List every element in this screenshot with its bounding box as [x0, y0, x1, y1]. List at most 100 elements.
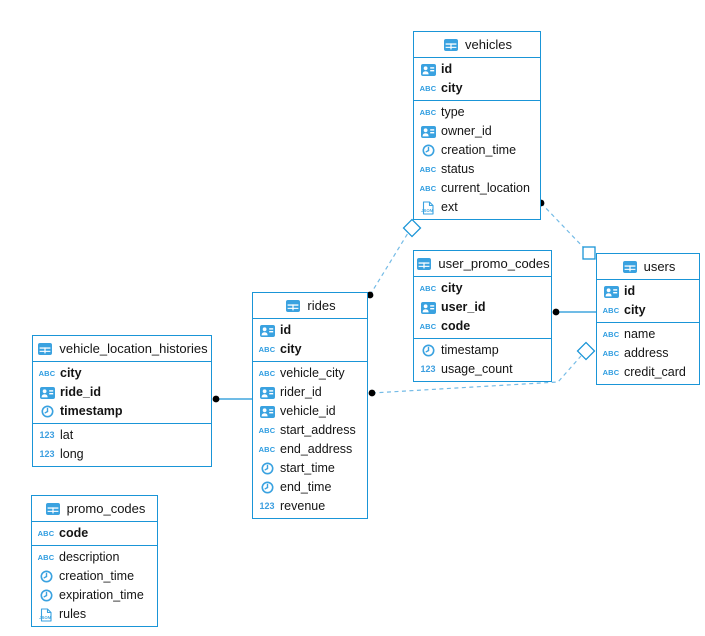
field-row-timestamp[interactable]: timestamp — [33, 402, 211, 421]
abc-glyph: ABC — [419, 83, 437, 93]
field-name: creation_time — [59, 569, 135, 583]
abc-glyph: ABC — [419, 164, 437, 174]
text-type-icon: ABC — [419, 166, 437, 174]
id-badge-icon — [258, 324, 276, 337]
field-name: current_location — [441, 181, 530, 195]
table-header[interactable]: vehicle_location_histories — [33, 336, 211, 362]
table-title: rides — [307, 298, 336, 313]
table-header[interactable]: users — [597, 254, 699, 280]
field-row-user_id[interactable]: user_id — [414, 298, 551, 317]
field-name: end_address — [280, 442, 353, 456]
text-type-icon: ABC — [38, 370, 56, 378]
text-type-icon: ABC — [258, 370, 276, 378]
endpoint-dot — [212, 395, 220, 403]
table-header[interactable]: rides — [253, 293, 367, 319]
field-row-ext[interactable]: JSON ext — [414, 198, 540, 217]
text-type-icon: ABC — [419, 185, 437, 193]
table-header[interactable]: promo_codes — [32, 496, 157, 522]
field-row-vehicle_id[interactable]: vehicle_id — [253, 402, 367, 421]
field-row-owner_id[interactable]: owner_id — [414, 122, 540, 141]
time-type-icon — [419, 144, 437, 157]
abc-glyph: ABC — [258, 425, 276, 435]
field-row-ride_id[interactable]: ride_id — [33, 383, 211, 402]
field-name: id — [280, 323, 292, 337]
field-row-id[interactable]: id — [414, 60, 540, 79]
relationship-user_promo_codes-users — [552, 308, 596, 316]
table-icon — [442, 38, 460, 51]
field-row-long[interactable]: 123 long — [33, 445, 211, 464]
json-glyph: JSON — [39, 615, 51, 620]
table-header[interactable]: user_promo_codes — [414, 251, 551, 277]
field-row-creation_time[interactable]: creation_time — [32, 567, 157, 586]
field-row-end_time[interactable]: end_time — [253, 478, 367, 497]
abc-glyph: ABC — [419, 107, 437, 117]
field-name: creation_time — [441, 143, 517, 157]
table-title: vehicles — [465, 37, 512, 52]
field-name: ext — [441, 200, 458, 214]
field-name: address — [624, 346, 669, 360]
table-icon — [621, 260, 639, 273]
time-type-icon — [37, 570, 55, 583]
number-type-icon: 123 — [38, 431, 56, 440]
field-row-start_time[interactable]: start_time — [253, 459, 367, 478]
field-row-id[interactable]: id — [597, 282, 699, 301]
field-name: timestamp — [441, 343, 499, 357]
table-header[interactable]: vehicles — [414, 32, 540, 58]
field-row-id[interactable]: id — [253, 321, 367, 340]
endpoint-dot — [552, 308, 560, 316]
field-name: name — [624, 327, 656, 341]
abc-glyph: ABC — [38, 368, 56, 378]
field-row-current_location[interactable]: ABC current_location — [414, 179, 540, 198]
field-row-rider_id[interactable]: rider_id — [253, 383, 367, 402]
time-type-icon — [258, 481, 276, 494]
abc-glyph: ABC — [258, 344, 276, 354]
field-row-expiration_time[interactable]: expiration_time — [32, 586, 157, 605]
text-type-icon: ABC — [602, 350, 620, 358]
id-badge-icon — [258, 405, 276, 418]
id-badge-icon — [258, 386, 276, 399]
field-name: revenue — [280, 499, 326, 513]
field-row-creation_time[interactable]: creation_time — [414, 141, 540, 160]
abc-glyph: ABC — [258, 368, 276, 378]
text-type-icon: ABC — [602, 369, 620, 377]
field-name: long — [60, 447, 84, 461]
field-name: id — [624, 284, 636, 298]
text-type-icon: ABC — [419, 85, 437, 93]
field-name: start_time — [280, 461, 335, 475]
field-row-address[interactable]: ABC address — [597, 344, 699, 363]
json-glyph: JSON — [421, 208, 433, 213]
field-row-timestamp[interactable]: timestamp — [414, 341, 551, 360]
table-icon — [44, 502, 62, 515]
number-type-icon: 123 — [38, 450, 56, 459]
